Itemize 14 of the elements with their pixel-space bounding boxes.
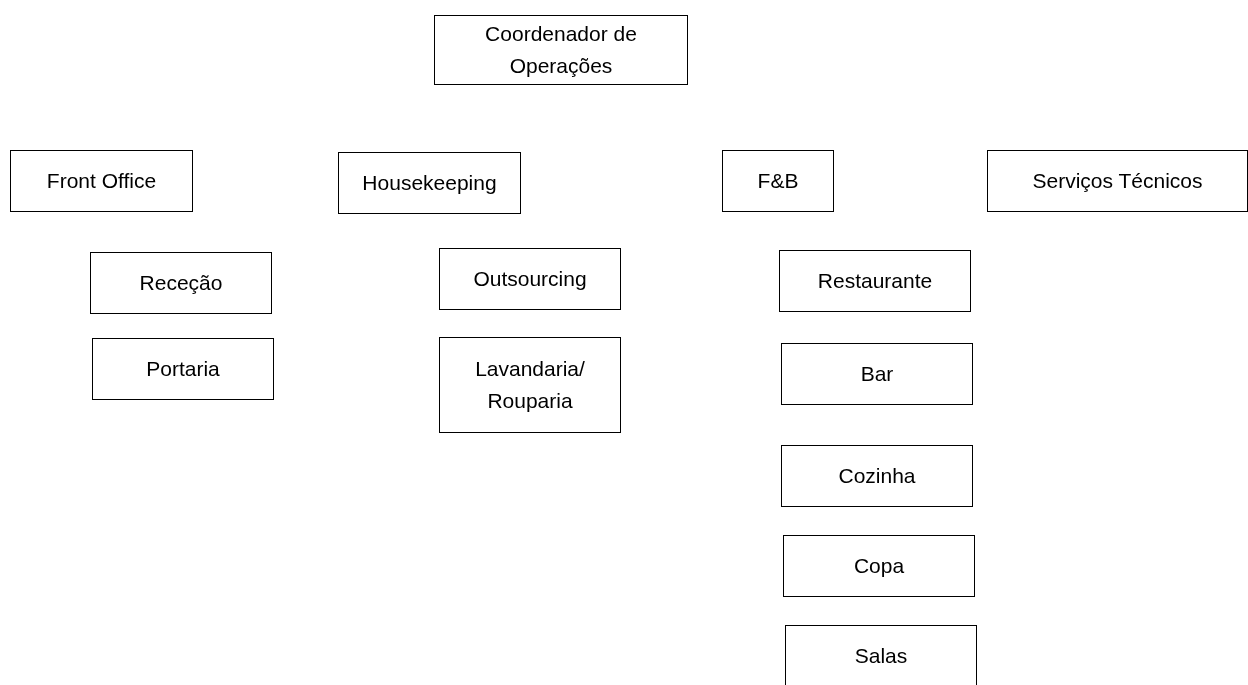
org-box: Restaurante (779, 250, 971, 312)
org-box: Portaria (92, 338, 274, 400)
org-box: Copa (783, 535, 975, 597)
org-box: Salas (785, 625, 977, 685)
org-box: Outsourcing (439, 248, 621, 310)
org-box: Serviços Técnicos (987, 150, 1248, 212)
org-box: Front Office (10, 150, 193, 212)
org-box: Receção (90, 252, 272, 314)
org-box: F&B (722, 150, 834, 212)
org-box: Cozinha (781, 445, 973, 507)
org-box: Lavandaria/ Rouparia (439, 337, 621, 433)
org-box: Coordenador de Operações (434, 15, 688, 85)
org-box: Bar (781, 343, 973, 405)
org-box: Housekeeping (338, 152, 521, 214)
